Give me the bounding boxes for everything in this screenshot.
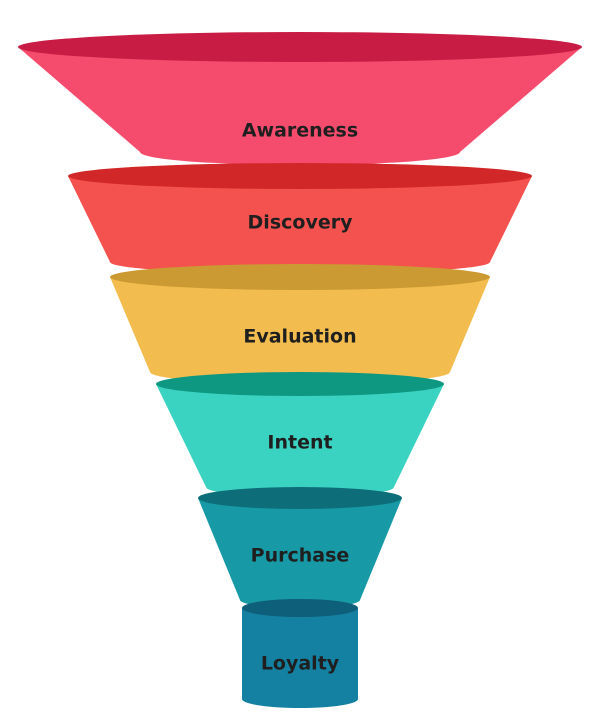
funnel-stage-purchase-label: Purchase xyxy=(251,545,350,567)
funnel-stage-discovery-body xyxy=(68,176,532,274)
funnel-stage-purchase-top xyxy=(198,487,402,509)
funnel-stage-intent-top xyxy=(156,372,444,396)
funnel-stage-purchase-body xyxy=(198,498,402,608)
funnel-stage-evaluation-label: Evaluation xyxy=(243,326,356,348)
funnel-stage-awareness: Awareness xyxy=(18,32,582,165)
funnel-stage-intent-label: Intent xyxy=(267,432,332,454)
funnel-stage-discovery-top xyxy=(68,163,532,189)
funnel-stage-loyalty: Loyalty xyxy=(242,599,358,708)
funnel-stage-discovery-label: Discovery xyxy=(248,212,354,234)
funnel-stage-evaluation: Evaluation xyxy=(110,264,490,384)
funnel-stage-loyalty-label: Loyalty xyxy=(261,653,340,675)
funnel-stage-intent-body xyxy=(156,384,444,497)
funnel-stage-awareness-top xyxy=(18,32,582,62)
funnel-stage-evaluation-top xyxy=(110,264,490,290)
funnel-stage-loyalty-body xyxy=(242,608,358,708)
funnel-stage-awareness-body xyxy=(18,47,582,165)
funnel-stage-discovery: Discovery xyxy=(68,163,532,274)
funnel-stage-awareness-label: Awareness xyxy=(242,120,358,142)
funnel-stage-loyalty-top xyxy=(242,599,358,617)
funnel-stage-purchase: Purchase xyxy=(198,487,402,608)
funnel-stage-intent: Intent xyxy=(156,372,444,497)
funnel-stage-evaluation-body xyxy=(110,277,490,384)
